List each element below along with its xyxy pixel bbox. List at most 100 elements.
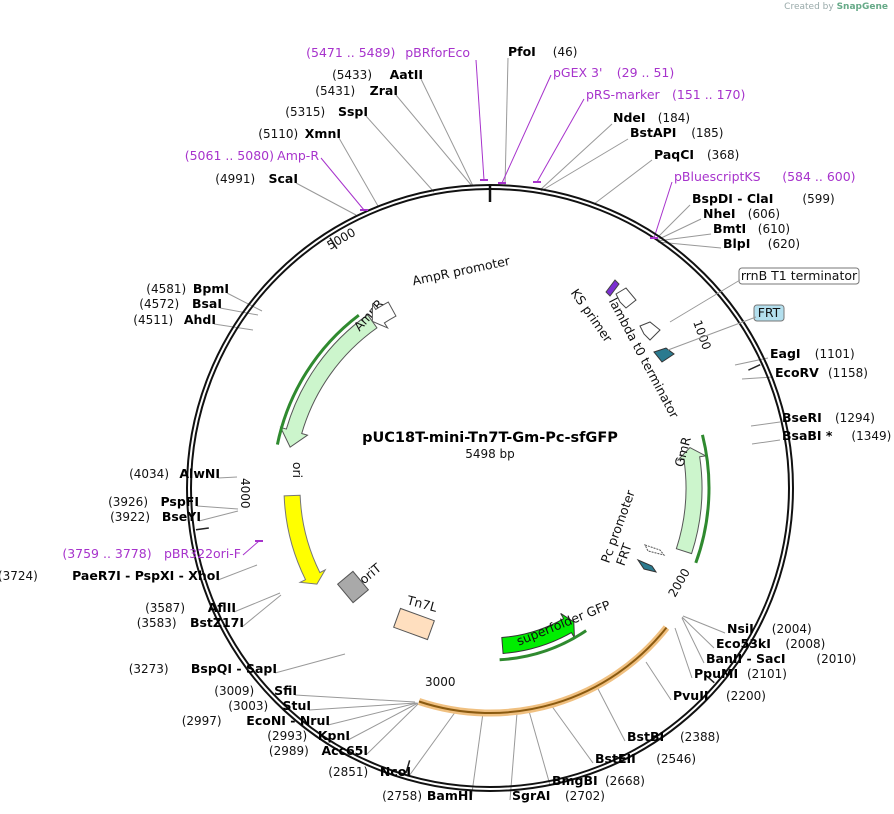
feature-sfgfp-arrow[interactable] (501, 613, 575, 655)
plasmid-length: 5498 bp (465, 447, 515, 461)
feature-frt-upper[interactable] (653, 347, 675, 363)
enzyme-site-sgrai[interactable]: SgrAI(2702) (512, 788, 605, 803)
enzyme-name: BlpI (723, 236, 750, 251)
enzyme-position: (2702) (565, 789, 605, 803)
feature-frt-lower[interactable] (636, 558, 658, 573)
feature-tn7l-box[interactable] (393, 607, 435, 641)
enzyme-site-nsii[interactable]: NsiI(2004) (727, 621, 812, 636)
leader-aatii (420, 78, 474, 187)
primer-leader-prs-marker (536, 98, 585, 183)
enzyme-site-bsai[interactable]: BsaI(4572) (139, 296, 222, 311)
enzyme-site-bpmi[interactable]: BpmI(4581) (146, 281, 229, 296)
feature-lambda-t0[interactable] (639, 321, 661, 341)
credit-prefix: Created by (784, 2, 834, 12)
enzyme-site-bstbi[interactable]: BstBI(2388) (627, 729, 720, 744)
enzyme-site-nhei[interactable]: NheI(606) (703, 206, 780, 221)
enzyme-position: (599) (802, 192, 834, 206)
enzyme-site-scai[interactable]: ScaI(4991) (215, 171, 298, 186)
enzyme-position: (184) (658, 111, 690, 125)
feature-rrnb-t1[interactable] (615, 287, 637, 309)
enzyme-site-aflii[interactable]: AflII(3587) (145, 600, 236, 615)
enzyme-position: (1101) (815, 347, 855, 361)
enzyme-position: (5315) (285, 105, 325, 119)
primer-site-prs-marker[interactable]: pRS-marker(151 .. 170) (533, 87, 745, 183)
primer-site-pbrforeco[interactable]: pBRforEco(5471 .. 5489) (306, 45, 488, 181)
enzyme-name: PaeR7I - PspXI - XhoI (72, 568, 220, 583)
enzyme-site-kpni[interactable]: KpnI(2993) (267, 728, 350, 743)
enzyme-site-bseyi[interactable]: BseYI(3922) (110, 509, 201, 524)
enzyme-site-eco53ki[interactable]: Eco53kI(2008) (716, 636, 825, 651)
enzyme-site-ppumi[interactable]: PpuMI(2101) (694, 666, 787, 681)
enzyme-site-pvuii[interactable]: PvuII(2200) (673, 688, 766, 703)
feature-orit-box[interactable] (336, 570, 370, 604)
enzyme-site-ncoi[interactable]: NcoI(2851) (328, 764, 411, 779)
enzyme-site-zrai[interactable]: ZraI(5431) (315, 83, 398, 98)
enzyme-site-pfoi[interactable]: PfoI(46) (508, 44, 577, 59)
tick-5000 (329, 237, 338, 250)
primer-site-amp-r[interactable]: Amp-R(5061 .. 5080) (185, 148, 368, 211)
enzyme-name: KpnI (318, 728, 350, 743)
primer-site-pbr322ori-f[interactable]: pBR322ori-F(3759 .. 3778) (62, 540, 263, 561)
primer-range: (5061 .. 5080) (185, 148, 274, 163)
enzyme-site-eagi[interactable]: EagI (1101) (770, 346, 855, 361)
leader-sspi (365, 115, 435, 193)
enzyme-site-sfii[interactable]: SfiI(3009) (214, 683, 297, 698)
primer-site-pbluescriptks[interactable]: pBluescriptKS(584 .. 600) (650, 169, 856, 239)
enzyme-site-xmni[interactable]: XmnI(5110) (258, 126, 341, 141)
enzyme-site-stui[interactable]: StuI(3003) (228, 698, 311, 713)
enzyme-name: EagI (770, 346, 801, 361)
feature-label-ori: ori (290, 462, 305, 478)
enzyme-position: (4511) (133, 313, 173, 327)
enzyme-site-bstapi[interactable]: BstAPI(185) (630, 125, 723, 140)
enzyme-site-paqci[interactable]: PaqCI(368) (654, 147, 739, 162)
enzyme-site-bstz17i[interactable]: BstZ17I(3583) (137, 615, 244, 630)
enzyme-position: (46) (553, 45, 578, 59)
leader-bmgbi (528, 710, 551, 786)
enzyme-site-bsabi[interactable]: BsaBI *(1349) (782, 428, 891, 443)
enzyme-name: BseYI (162, 509, 201, 524)
enzyme-name: EcoRV (775, 365, 819, 380)
enzyme-name: PaqCI (654, 147, 694, 162)
enzyme-site-bspqi-sapi[interactable]: BspQI - SapI(3273) (129, 661, 277, 676)
enzyme-site-pspfi[interactable]: PspFI(3926) (108, 494, 199, 509)
feature-ks-primer[interactable] (605, 279, 620, 297)
enzyme-position: (2008) (785, 637, 825, 651)
enzyme-name: PspFI (160, 494, 199, 509)
enzyme-site-ndei[interactable]: NdeI(184) (613, 110, 690, 125)
feature-gmr-arrow[interactable] (675, 446, 708, 555)
enzyme-name: BmtI (713, 221, 746, 236)
enzyme-site-acc65i[interactable]: Acc65I(2989) (269, 743, 368, 758)
feature-label-ampr-promoter: AmpR promoter (411, 253, 512, 289)
enzyme-site-econi-nrui[interactable]: EcoNI - NruI(2997) (182, 713, 330, 728)
enzyme-site-banii-saci[interactable]: BanII - SacI(2010) (706, 651, 856, 666)
enzyme-site-bmgbi[interactable]: BmgBI(2668) (552, 773, 645, 788)
gmr-orf-line (694, 434, 711, 564)
enzyme-site-bseri[interactable]: BseRI(1294) (782, 410, 875, 425)
enzyme-site-alwni[interactable]: AlwNI(4034) (129, 466, 220, 481)
leader-pvuii (645, 661, 672, 701)
enzyme-site-bmti[interactable]: BmtI(610) (713, 221, 790, 236)
feature-ori-arrow[interactable] (283, 494, 327, 585)
enzyme-name: AhdI (184, 312, 216, 327)
plasmid-name: pUC18T-mini-Tn7T-Gm-Pc-sfGFP (362, 430, 618, 446)
enzyme-site-bspdi-clai[interactable]: BspDI - ClaI(599) (692, 191, 835, 206)
enzyme-site-sspi[interactable]: SspI(5315) (285, 104, 368, 119)
leader-bstz17i (241, 594, 282, 628)
enzyme-site-blpi[interactable]: BlpI(620) (723, 236, 800, 251)
leader-paqci (593, 159, 653, 205)
feature-ampr-arrow[interactable] (279, 314, 378, 448)
feature-ampr-promoter-arrow[interactable] (371, 301, 397, 330)
enzyme-name: PpuMI (694, 666, 738, 681)
feature-pc-promoter[interactable] (644, 544, 666, 556)
enzyme-site-bsteii[interactable]: BstEII(2546) (595, 751, 696, 766)
enzyme-site-paer7i-pspxi-xhoi[interactable]: PaeR7I - PspXI - XhoI(3724) (0, 568, 220, 583)
enzyme-site-bamhi[interactable]: BamHI(2758) (382, 788, 473, 803)
enzyme-site-ahdi[interactable]: AhdI (4511) (133, 312, 216, 327)
primer-site-pgex-3[interactable]: pGEX 3'(29 .. 51) (498, 65, 674, 184)
enzyme-site-ecorv[interactable]: EcoRV(1158) (775, 365, 868, 380)
leader-ncoi (408, 710, 457, 777)
enzyme-site-aatii[interactable]: AatII(5433) (332, 67, 423, 82)
enzyme-name: PvuII (673, 688, 709, 703)
